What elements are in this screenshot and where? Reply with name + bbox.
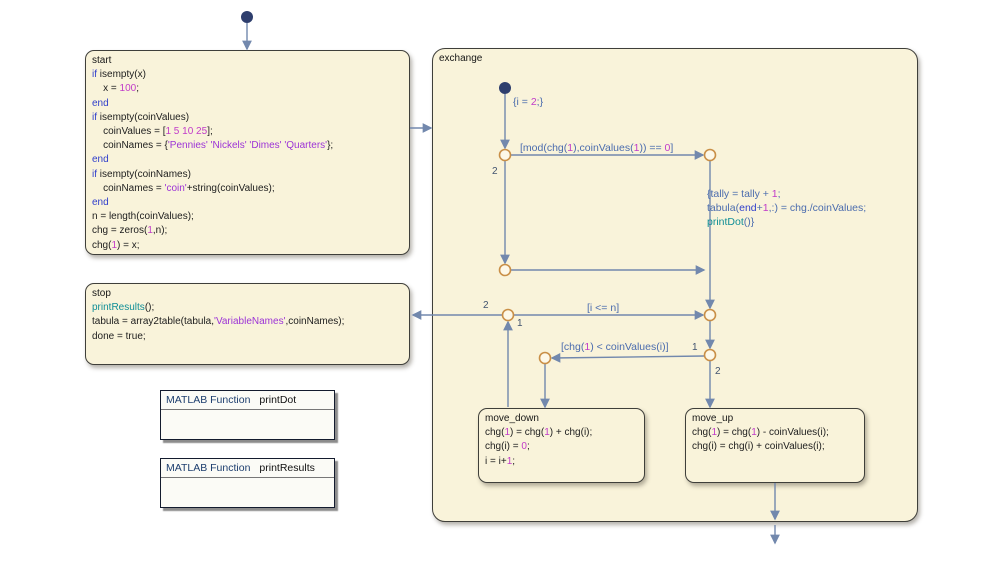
transition-label-mod-check[interactable]: [mod(chg(1),coinValues(1)) == 0] xyxy=(520,142,674,154)
state-code-stop: printResults();tabula = array2table(tabu… xyxy=(92,302,345,342)
block-kind-label: MATLAB Function xyxy=(166,394,251,406)
branch-label-j5-left: 1 xyxy=(692,342,698,353)
transition-label-init[interactable]: {i = 2;} xyxy=(513,96,544,108)
block-title-printdot: MATLAB Function printDot xyxy=(161,391,334,410)
state-title-start: start xyxy=(92,55,112,66)
transition-label-chg-check[interactable]: [chg(1) < coinValues(i)] xyxy=(561,341,669,353)
branch-label-j5-down: 2 xyxy=(715,366,721,377)
transition-label-tally-action[interactable]: {tally = tally + 1;tabula(end+1,:) = chg… xyxy=(707,188,867,229)
state-code-move-up: chg(1) = chg(1) - coinValues(i);chg(i) =… xyxy=(692,427,829,453)
state-stop[interactable]: stop printResults();tabula = array2table… xyxy=(85,283,410,365)
matlab-function-block-printresults[interactable]: MATLAB Function printResults xyxy=(160,458,335,508)
block-function-name: printDot xyxy=(259,394,297,406)
state-title-stop: stop xyxy=(92,288,111,299)
transition-label-i-le-n[interactable]: [i <= n] xyxy=(587,302,620,314)
branch-label-j1-down: 2 xyxy=(492,166,498,177)
block-function-name: printResults xyxy=(259,462,315,474)
branch-label-to-right: 1 xyxy=(517,318,523,329)
state-title-move-up: move_up xyxy=(692,413,734,424)
block-kind-label: MATLAB Function xyxy=(166,462,251,474)
block-title-printresults: MATLAB Function printResults xyxy=(161,459,334,478)
state-title-move-down: move_down xyxy=(485,413,539,424)
state-title-exchange: exchange xyxy=(439,53,483,64)
branch-label-to-stop: 2 xyxy=(483,300,489,311)
state-move-down[interactable]: move_down chg(1) = chg(1) + chg(i);chg(i… xyxy=(478,408,645,483)
state-move-up[interactable]: move_up chg(1) = chg(1) - coinValues(i);… xyxy=(685,408,865,483)
default-transition-dot-top[interactable] xyxy=(241,11,253,23)
matlab-function-block-printdot[interactable]: MATLAB Function printDot xyxy=(160,390,335,440)
state-code-move-down: chg(1) = chg(1) + chg(i);chg(i) = 0;i = … xyxy=(485,427,593,467)
